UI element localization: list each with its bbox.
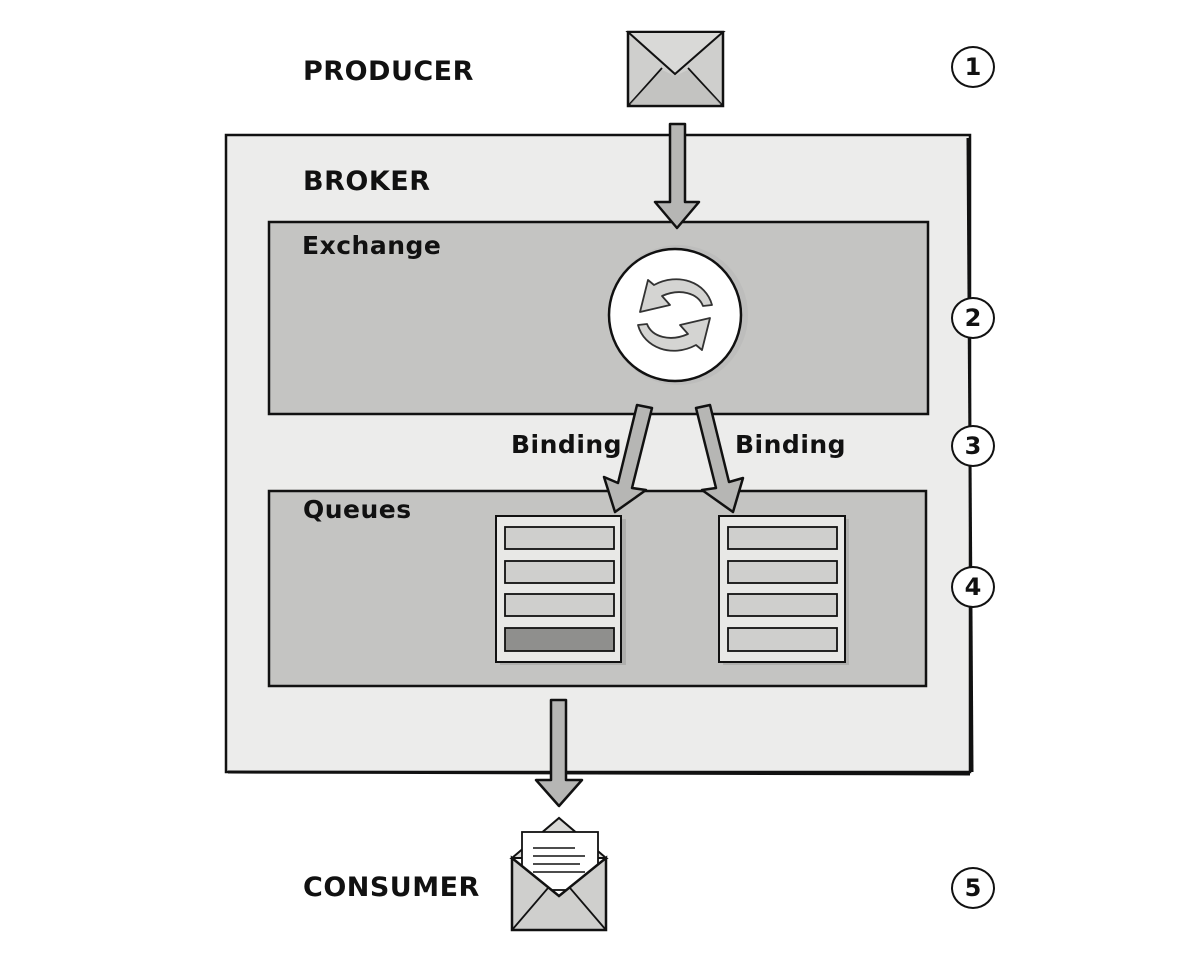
exchange-arrows-icon — [607, 245, 748, 385]
step-5-badge: 5 — [951, 867, 995, 909]
queue-left — [495, 515, 626, 665]
binding-right-label: Binding — [735, 430, 847, 459]
arrow-binding-left — [602, 403, 654, 514]
envelope-open-icon — [509, 816, 609, 932]
broker-label: BROKER — [303, 166, 431, 197]
consumer-label: CONSUMER — [303, 872, 480, 903]
queue-right — [718, 515, 849, 665]
step-2-badge: 2 — [951, 297, 995, 339]
producer-label: PRODUCER — [303, 56, 474, 87]
arrow-queues-to-consumer — [534, 698, 584, 808]
exchange-panel — [267, 220, 930, 416]
step-4-badge: 4 — [951, 566, 995, 608]
queues-label: Queues — [303, 495, 412, 524]
step-1-badge: 1 — [951, 46, 995, 88]
envelope-closed-icon — [625, 30, 726, 108]
binding-left-label: Binding — [511, 430, 623, 459]
arrow-binding-right — [694, 403, 745, 514]
exchange-label: Exchange — [302, 231, 442, 260]
arrow-producer-to-exchange — [653, 122, 701, 230]
step-3-badge: 3 — [951, 425, 995, 467]
